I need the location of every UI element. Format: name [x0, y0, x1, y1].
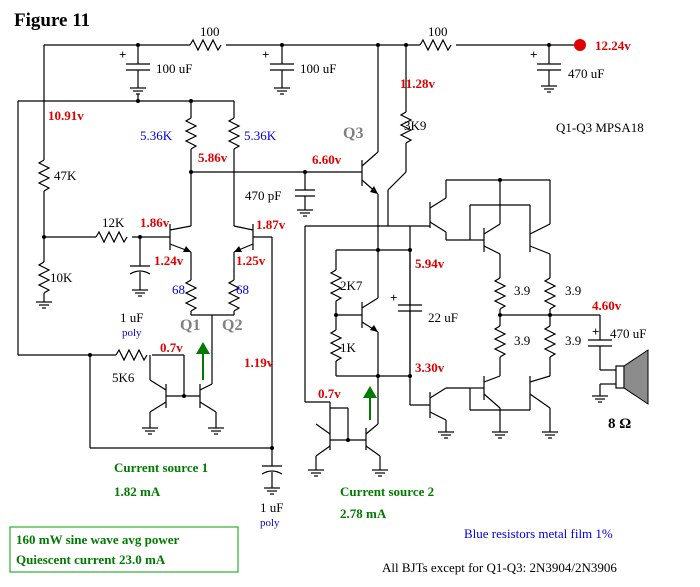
capacitor-470pf — [295, 172, 315, 217]
resistor-12k-label: 12K — [102, 215, 125, 230]
resistor-5k6-label: 5K6 — [112, 370, 135, 385]
voltage-1-25: 1.25v — [236, 253, 266, 268]
label-q3: Q3 — [343, 125, 363, 142]
capacitor-1uf-left-label: 1 uF — [120, 310, 143, 325]
transistor-type-note: Q1-Q3 MPSA18 — [556, 120, 644, 135]
capacitor-470uf-output-label: 470 uF — [610, 326, 646, 341]
voltage-1-24: 1.24v — [154, 253, 184, 268]
capacitor-1uf-left-type: poly — [122, 327, 142, 339]
current-source-1-title: Current source 1 — [114, 460, 208, 475]
current-arrow-2 — [363, 386, 377, 420]
svg-text:+: + — [262, 47, 269, 62]
svg-text:+: + — [119, 47, 126, 62]
resistor-47k-label: 47K — [54, 168, 77, 183]
capacitor-1uf-bottom-label: 1 uF — [260, 500, 283, 515]
capacitor-100uf-mid: + — [262, 43, 294, 95]
svg-text:+: + — [530, 47, 537, 62]
current-source-2-title: Current source 2 — [340, 484, 434, 499]
voltage-11-28: 11.28v — [400, 76, 436, 91]
voltage-6-60: 6.60v — [312, 152, 342, 167]
power-summary-box — [9, 526, 239, 573]
resistor-10k — [36, 261, 52, 309]
resistor-5-36k-right-label: 5.36K — [244, 128, 277, 143]
current-source-2 — [308, 376, 388, 477]
voltage-1-87: 1.87v — [256, 217, 286, 232]
capacitor-100uf-mid-label: 100 uF — [300, 61, 336, 76]
capacitor-470uf-output: + — [588, 315, 616, 371]
resistor-3-9-a-label: 3.9 — [514, 283, 530, 298]
power-line: 160 mW sine wave avg power — [16, 532, 180, 547]
resistor-5-36k-right — [227, 117, 241, 226]
voltage-3-30: 3.30v — [415, 360, 445, 375]
transistor-q1 — [169, 224, 192, 280]
resistor-68-right — [227, 279, 241, 315]
q3-base-wire — [189, 170, 362, 174]
resistor-3k9 — [387, 43, 413, 226]
current-source-1 — [88, 348, 272, 449]
voltage-0-7-right: 0.7v — [318, 386, 341, 401]
resistor-2k7-label: 2K7 — [340, 278, 363, 293]
voltage-1-19: 1.19v — [244, 355, 274, 370]
resistor-5-36k-left — [184, 117, 198, 226]
quiescent-line: Quiescent current 23.0 mA — [16, 552, 166, 567]
speaker-impedance: 8 Ω — [608, 416, 631, 432]
capacitor-1uf-left — [129, 237, 151, 297]
capacitor-100uf-left-label: 100 uF — [156, 61, 192, 76]
supply-terminal-dot — [574, 39, 586, 51]
capacitor-470pf-label: 470 pF — [245, 188, 281, 203]
resistor-47k — [37, 159, 51, 262]
voltage-0-7-left: 0.7v — [160, 340, 183, 355]
voltage-4-60: 4.60v — [592, 298, 622, 313]
resistor-3-9-b-label: 3.9 — [565, 283, 581, 298]
resistor-12k — [44, 230, 170, 244]
speaker-icon — [592, 349, 649, 405]
resistor-100-right-label: 100 — [428, 24, 448, 39]
figure-title: Figure 11 — [14, 10, 90, 31]
capacitor-470uf-top: + — [530, 43, 561, 93]
capacitor-22uf-label: 22 uF — [428, 310, 458, 325]
transistor-q3 — [361, 43, 380, 226]
svg-text:+: + — [592, 324, 599, 339]
resistor-1k-label: 1K — [340, 340, 357, 355]
voltage-5-94: 5.94v — [415, 256, 445, 271]
voltage-1-86: 1.86v — [140, 215, 170, 230]
resistor-3-9-d-label: 3.9 — [565, 333, 581, 348]
label-q1: Q1 — [180, 317, 200, 334]
bjt-note: All BJTs except for Q1-Q3: 2N3904/2N3906 — [382, 560, 617, 575]
capacitor-1uf-bottom — [261, 446, 283, 495]
input-stage-rail — [17, 94, 235, 356]
capacitor-100uf-left: + — [119, 43, 150, 95]
voltage-10-91: 10.91v — [48, 108, 84, 123]
resistor-10k-label: 10K — [50, 270, 73, 285]
resistor-100-left-label: 100 — [200, 24, 220, 39]
label-q2: Q2 — [222, 317, 242, 334]
capacitor-22uf: + — [390, 250, 422, 376]
resistor-3-9-c-label: 3.9 — [514, 333, 530, 348]
supply-voltage: 12.24v — [595, 38, 631, 53]
resistor-68-left-label: 68 — [172, 282, 185, 297]
current-source-2-value: 2.78 mA — [340, 506, 387, 521]
resistor-68-right-label: 68 — [236, 282, 249, 297]
voltage-5-86: 5.86v — [198, 150, 228, 165]
current-arrow-1 — [196, 342, 210, 380]
resistor-3k9-label: 3K9 — [404, 118, 426, 133]
top-supply-rail — [43, 38, 578, 160]
vas-bias-network — [304, 225, 412, 405]
svg-text:+: + — [390, 290, 397, 305]
resistor-5-36k-left-label: 5.36K — [140, 128, 173, 143]
metal-film-note: Blue resistors metal film 1% — [464, 526, 613, 541]
transistor-q2 — [233, 224, 273, 448]
resistor-68-left — [184, 279, 198, 315]
capacitor-1uf-bottom-type: poly — [260, 517, 280, 529]
current-source-1-value: 1.82 mA — [114, 484, 161, 499]
capacitor-470uf-top-label: 470 uF — [568, 66, 604, 81]
output-stage — [410, 178, 600, 439]
